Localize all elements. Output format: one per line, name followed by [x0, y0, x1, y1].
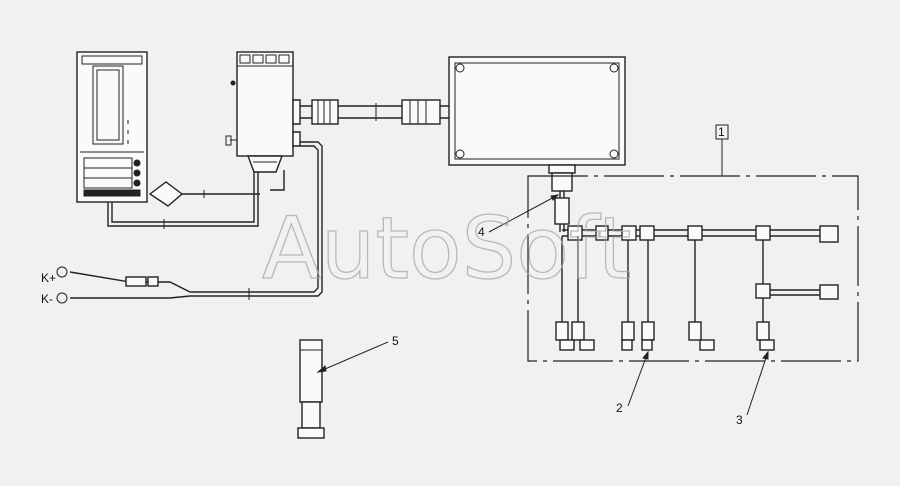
callout-3	[746, 350, 769, 416]
callout-4	[488, 194, 560, 233]
cable-coupler	[300, 99, 449, 125]
callout-4-label: 4	[478, 225, 485, 239]
junction-box	[448, 56, 626, 192]
power-cable	[56, 141, 323, 304]
callout-1	[715, 124, 729, 176]
harness-assembly-boundary	[527, 175, 859, 362]
sensor-harness	[554, 191, 839, 351]
callout-3-label: 3	[736, 413, 743, 427]
keypad	[83, 157, 141, 197]
negative-terminal-label: K-	[41, 292, 53, 306]
positive-terminal-label: K+	[41, 271, 56, 285]
display-cable	[107, 170, 285, 229]
display-unit	[76, 51, 148, 203]
control-box	[225, 51, 301, 173]
sensor-module-5	[297, 339, 325, 439]
callout-5-label: 5	[392, 334, 399, 348]
db-connector	[246, 155, 284, 173]
callout-1-label: 1	[718, 125, 725, 139]
sensor-drops	[555, 236, 775, 351]
callout-2-label: 2	[616, 401, 623, 415]
callout-5	[316, 341, 389, 373]
callout-2	[627, 350, 649, 407]
watermark: AutoSoft	[262, 199, 631, 299]
